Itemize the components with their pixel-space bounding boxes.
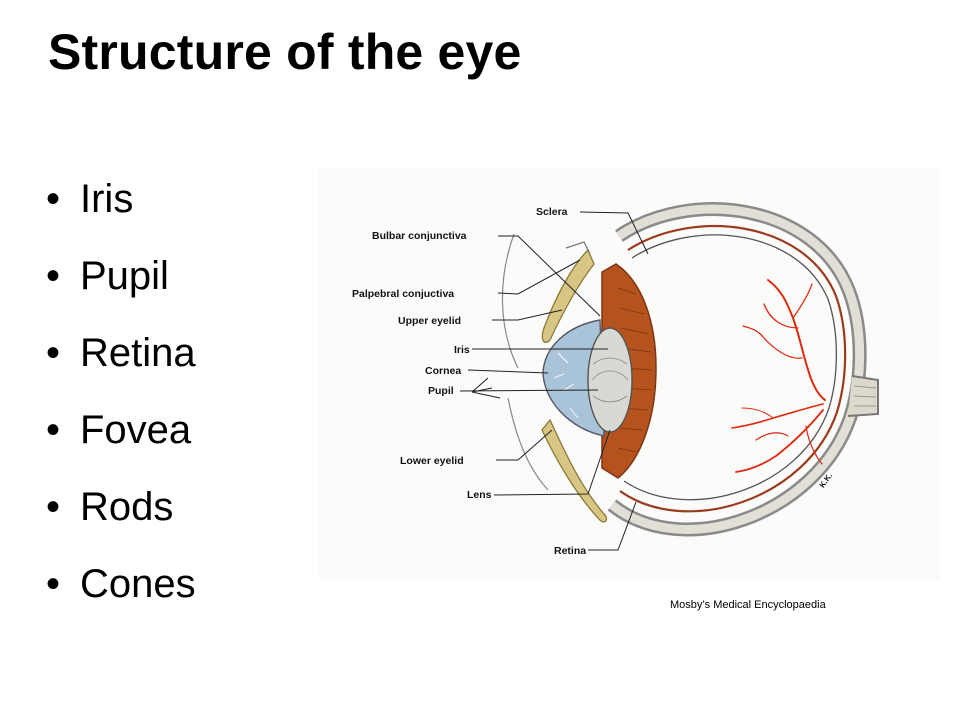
bullet-dot-icon: • — [46, 253, 61, 298]
figure-caption: Mosby’s Medical Encyclopaedia — [670, 599, 826, 611]
bullet-dot-icon: • — [46, 176, 61, 221]
lower-eyelid-shape — [541, 418, 608, 523]
bullet-fovea: • Fovea — [46, 391, 196, 468]
label-pupil: Pupil — [428, 385, 454, 397]
bullet-dot-icon: • — [46, 561, 61, 606]
bullet-rods: • Rods — [46, 468, 196, 545]
retina-shape — [623, 234, 837, 501]
label-cornea: Cornea — [425, 365, 461, 377]
bullet-retina: • Retina — [46, 314, 196, 391]
bullet-cones: • Cones — [46, 545, 196, 622]
bullet-pupil: • Pupil — [46, 237, 196, 314]
bullet-dot-icon: • — [46, 407, 61, 452]
blood-vessels — [731, 279, 826, 473]
lens-shape — [587, 327, 633, 433]
bullet-text: Cones — [80, 561, 196, 606]
label-lower-eyelid: Lower eyelid — [400, 455, 464, 467]
label-palpebral-conjunctiva: Palpebral conjuctiva — [352, 288, 454, 300]
bullet-text: Pupil — [80, 253, 169, 298]
bullet-dot-icon: • — [46, 484, 61, 529]
leader-lines — [459, 211, 649, 551]
label-iris: Iris — [454, 344, 470, 356]
choroid-shape — [619, 225, 847, 513]
eye-cross-section-diagram: Sclera Bulbar conjunctiva Palpebral conj… — [318, 168, 940, 580]
bullet-text: Iris — [80, 176, 134, 221]
label-retina: Retina — [554, 545, 586, 557]
bullet-iris: • Iris — [46, 160, 196, 237]
bullet-text: Fovea — [80, 407, 192, 452]
label-bulbar-conjunctiva: Bulbar conjunctiva — [372, 230, 467, 242]
bullet-text: Rods — [80, 484, 174, 529]
label-upper-eyelid: Upper eyelid — [398, 315, 461, 327]
bullet-text: Retina — [80, 330, 196, 375]
bullet-list: • Iris • Pupil • Retina • Fovea • Rods • Cones — [46, 160, 196, 622]
bullet-dot-icon: • — [46, 330, 61, 375]
slide-title: Structure of the eye — [48, 24, 522, 80]
label-sclera: Sclera — [536, 206, 568, 218]
label-lens: Lens — [467, 489, 492, 501]
eye-diagram-figure: Sclera Bulbar conjunctiva Palpebral conj… — [318, 168, 940, 580]
